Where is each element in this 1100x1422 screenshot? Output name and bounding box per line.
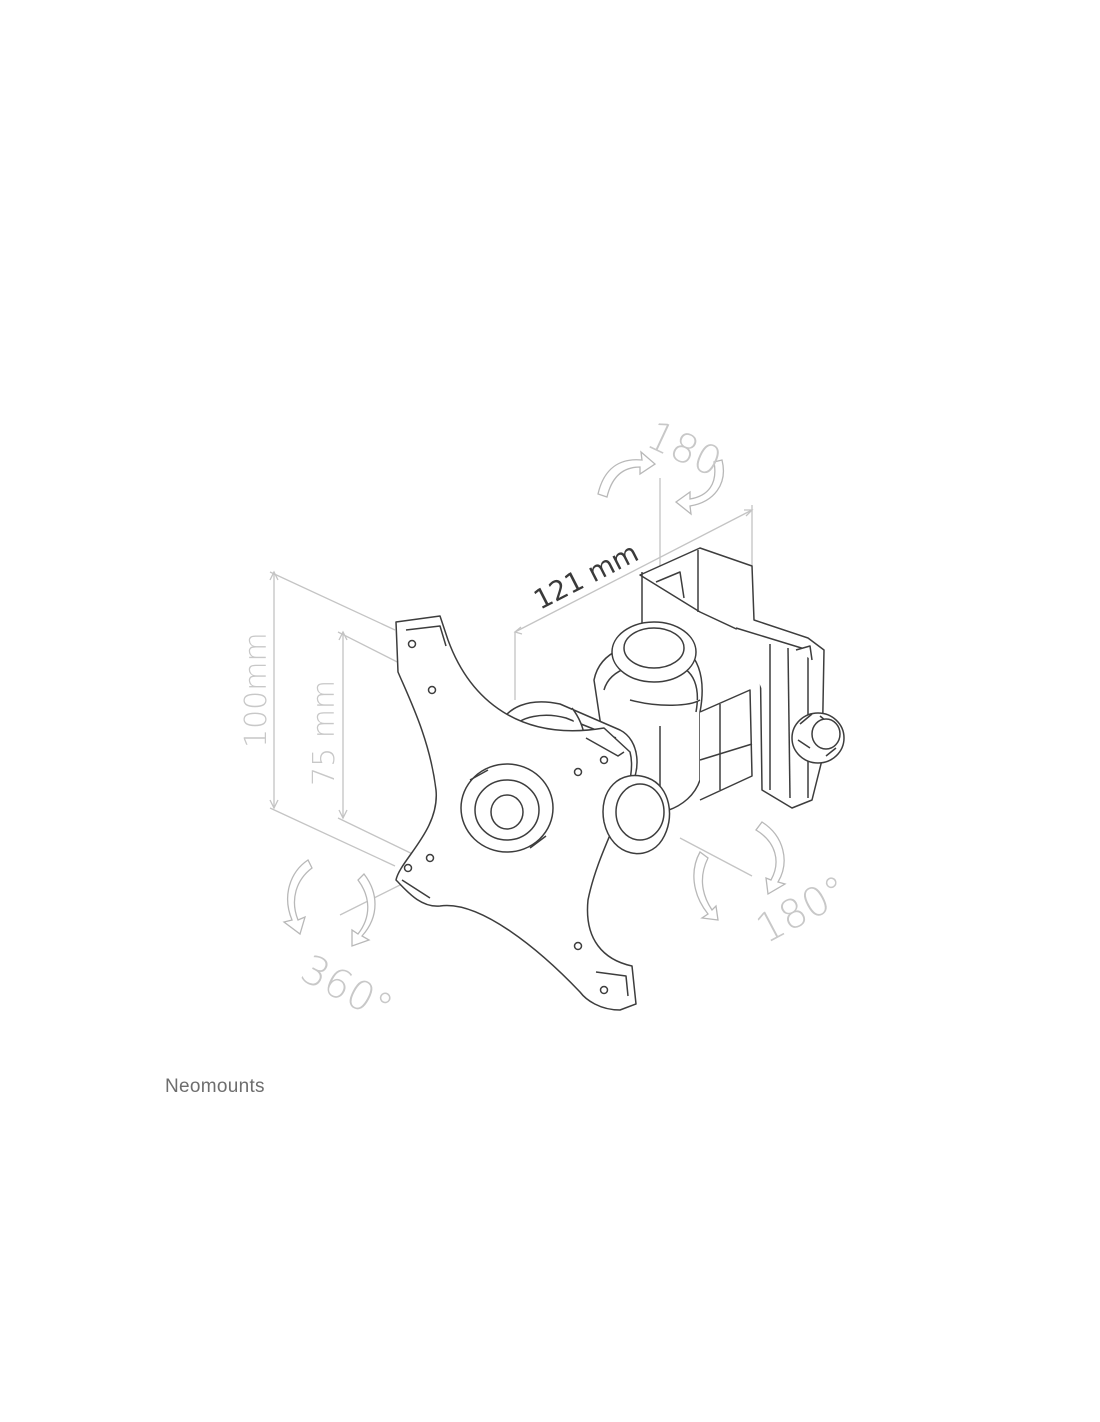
vesa-75-label: 75 mm [307,680,342,786]
vesa-plate [395,615,637,1011]
tilt-angle-label: 180° [749,867,856,953]
brand-logo-text: Neomounts [165,1076,265,1097]
tilt-knob [602,774,671,855]
vesa-100-label: 100mm [239,632,274,748]
wall-bracket [639,547,845,809]
rotate-angle-label: 360° [293,946,400,1032]
width-dimension-label: 121 mm [529,537,644,616]
rotation-arrows [282,450,787,947]
